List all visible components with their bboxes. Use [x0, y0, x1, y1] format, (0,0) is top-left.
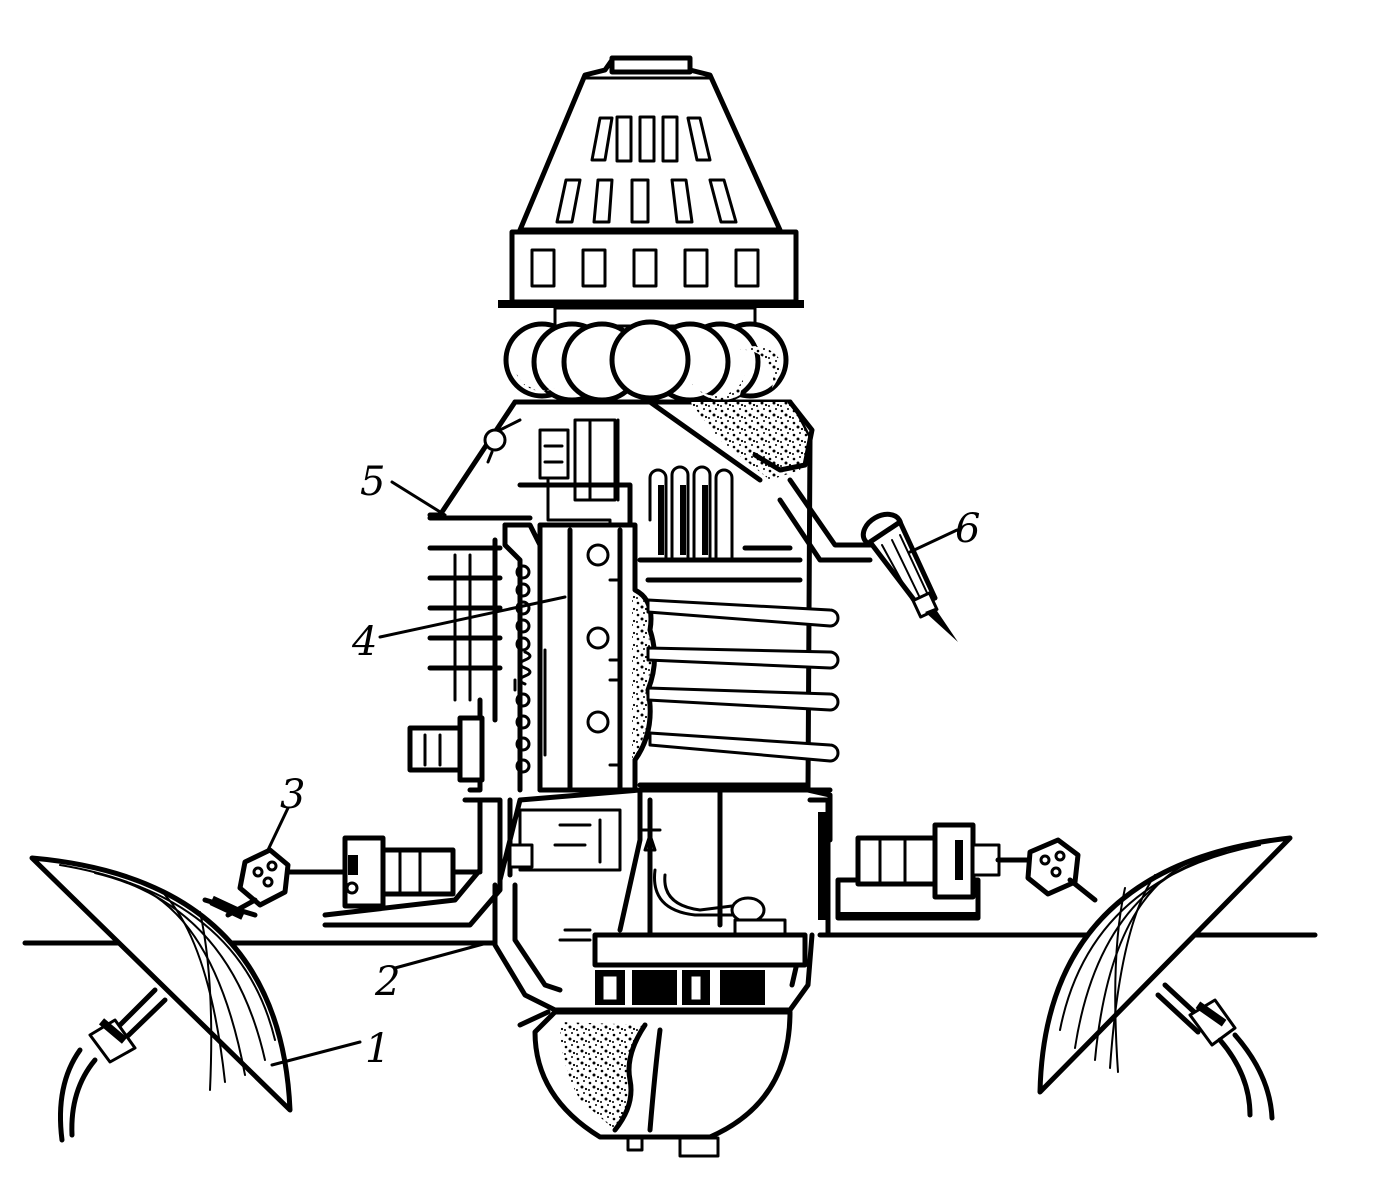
right-hex-joint: [1025, 837, 1098, 903]
callout-2: 2: [374, 959, 400, 1005]
horizon-line: [22, 932, 1318, 946]
callout-6: 6: [955, 506, 980, 552]
upright-tubes: [637, 465, 803, 563]
right-rods: [637, 577, 840, 788]
leader-5: [390, 480, 447, 517]
drill-probe: [860, 511, 958, 642]
left-hex-joint: [225, 847, 291, 918]
left-arm-assembly: [282, 835, 483, 909]
central-column: [502, 522, 638, 793]
nose-vents-lower: [555, 178, 738, 224]
right-arm-assembly: [835, 822, 1033, 921]
left-motor: [407, 715, 485, 783]
left-dish-antenna: [29, 855, 293, 1143]
leader-1: [270, 1040, 362, 1067]
drum-windows: [530, 248, 760, 288]
leader-4: [378, 595, 567, 639]
nose-vents-upper: [590, 115, 712, 163]
callout-3: 3: [280, 772, 305, 818]
nose-cone: [498, 55, 804, 328]
callout-labels: 1 2 3 4 5 6: [280, 459, 980, 1072]
callout-4: 4: [351, 619, 377, 665]
leader-6: [908, 528, 959, 554]
callout-1: 1: [365, 1026, 390, 1072]
spherical-tanks: [503, 319, 789, 403]
leader-2: [393, 941, 489, 970]
right-dish-antenna: [1037, 835, 1293, 1121]
callout-leaders: [266, 480, 959, 1067]
bottom-dome: [517, 1009, 793, 1158]
leader-3: [266, 806, 290, 852]
coil: [513, 564, 547, 774]
battery-cells: [595, 970, 765, 1005]
callout-5: 5: [360, 459, 385, 505]
main-body: [322, 399, 883, 1158]
